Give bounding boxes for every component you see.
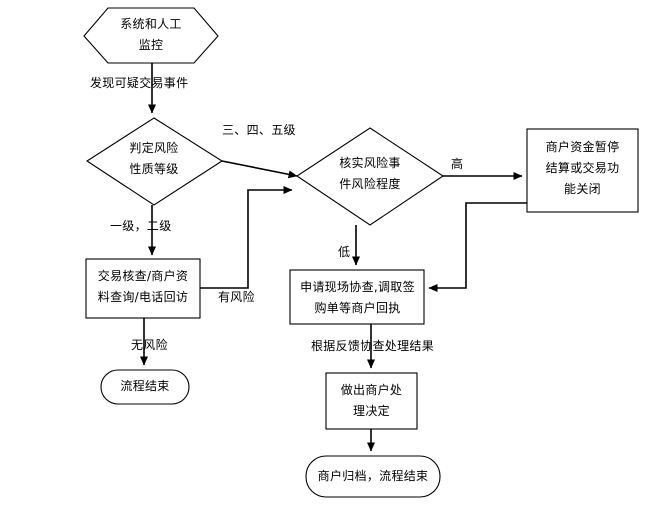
node-monitor-shape [83, 7, 219, 64]
node-process-end-left-shape [100, 369, 190, 405]
node-merchant-decision-shape [325, 372, 418, 430]
edge-label-high: 高 [451, 157, 464, 171]
edge-label-feedback: 根据反馈协查处理结果 [311, 339, 435, 353]
node-monitor-label: 系统和人工 监控 [120, 17, 182, 52]
node-freeze-funds-shape [526, 128, 639, 213]
edge-label-low: 低 [338, 245, 351, 259]
node-verify-degree-label: 核实风险事 件风险程度 [339, 156, 401, 191]
edge-judge-to-verify [221, 160, 298, 179]
edge-label-has-risk: 有风险 [218, 290, 255, 304]
edge-label-suspicious: 发现可疑交易事件 [90, 76, 189, 90]
node-judge-level-label: 判定风险 性质等级 [129, 141, 179, 176]
node-transaction-check-shape [85, 258, 201, 319]
node-verify-degree-shape [296, 127, 444, 226]
edge-transaction-check-to-verify [200, 186, 293, 289]
node-transaction-check-label: 交易核查/商户资 料查询/电话回访 [97, 269, 189, 304]
edge-label-levels-12: 一级，二级 [110, 219, 172, 233]
node-onsite-investigation-label: 申请现场协查,调取签 购单等商户回执 [300, 280, 415, 315]
node-onsite-investigation-shape [289, 269, 425, 325]
edge-label-levels-345: 三、四、五级 [222, 123, 296, 137]
edge-freeze-to-onsite [428, 202, 527, 292]
edge-label-no-risk: 无风险 [131, 338, 168, 352]
node-judge-level-shape [85, 117, 224, 206]
node-process-end-left-label: 流程结束 [120, 379, 170, 393]
node-archive-end-shape [305, 455, 441, 498]
node-freeze-funds-label: 商户资金暂停 结算或交易功 能关闭 [545, 140, 620, 196]
node-archive-end-label: 商户归档，流程结束 [317, 469, 429, 483]
node-merchant-decision-label: 做出商户处 理决定 [340, 383, 403, 418]
